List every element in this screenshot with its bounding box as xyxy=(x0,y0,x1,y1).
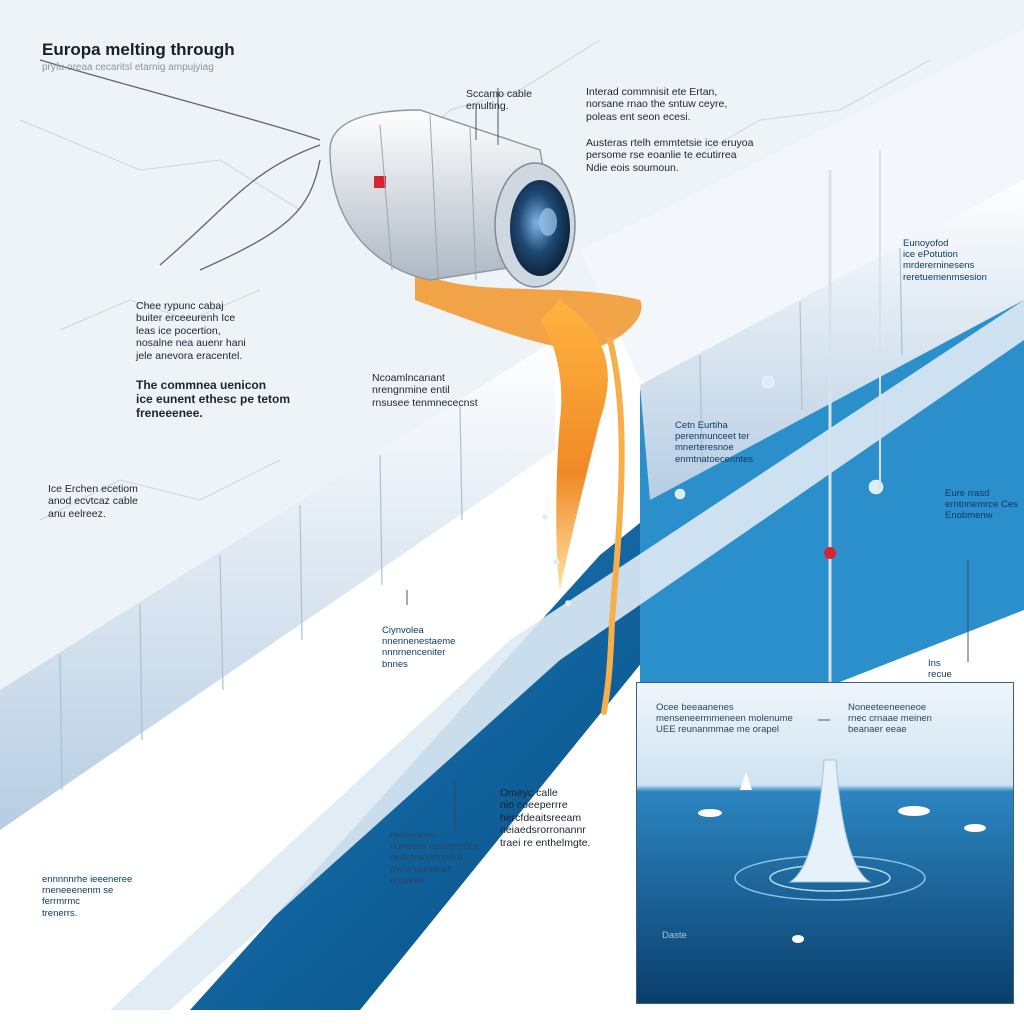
label-lower-mid: nrenennen nuneese remnmnnne neerersnenne… xyxy=(390,830,480,886)
label-inset-3: Daste xyxy=(662,930,687,941)
label-lower-left: ennnnnrhe ieeeneree rneneeenenm se ferrm… xyxy=(42,874,133,919)
tether-marker-icon xyxy=(824,547,836,559)
label-cable-top: Sccamo cable emulting. xyxy=(466,88,532,113)
label-left-3: Ice Erchen ecetiom anod ecvtcaz cable an… xyxy=(48,483,138,520)
ice-block-right xyxy=(580,30,1024,390)
surface-cable xyxy=(39,59,321,271)
label-ocean-1: Cetn Eurtiha perenmunceet ter mnerteresn… xyxy=(675,420,754,465)
ice-wall-right xyxy=(640,180,1024,500)
label-left-1: Chee rypunc cabaj buiter erceeurenh Ice … xyxy=(136,300,246,362)
label-mid-melt: Ncoamlncanant nrengnmine entil rnsusee t… xyxy=(372,372,478,409)
label-antenna-top: Interad commnisit ete Ertan, norsane rna… xyxy=(586,86,728,123)
label-cable-low: Omeyc calle nio coeeperrre hercfdeaitsre… xyxy=(500,787,591,849)
diagram-title: Europa melting through xyxy=(42,40,235,59)
label-inset-2: Noneeteeneeneoe rnec crnaae meinen beana… xyxy=(848,702,932,736)
melt-drip xyxy=(601,337,625,715)
label-cryo: Ciynvolea nnennenestaeme nnnrnenceniter … xyxy=(382,625,456,670)
label-antenna-mid: Austeras rtelh emmtetsie ice eruyoa pers… xyxy=(586,137,754,174)
diagram-subtitle: pryfu oreaa cecaritsl etarnig ampujyiag xyxy=(42,62,214,73)
cryobot-probe-icon xyxy=(329,109,576,288)
ice-face-striations xyxy=(59,247,903,791)
label-right-2: Eure rrasd erntnnemrce Ces Enobmenw xyxy=(945,488,1018,522)
ice-face-left xyxy=(0,340,555,830)
label-left-2: The commnea uenicon ice eunent ethesc pe… xyxy=(136,378,291,421)
leader-lines xyxy=(406,88,969,830)
ice-ridge xyxy=(110,300,1024,1010)
inset-splash xyxy=(734,759,926,901)
ice-floe-icon xyxy=(698,772,986,943)
water-drops xyxy=(541,375,884,606)
label-inset-1: Ocee beeaanenes menseneermmeneen molenum… xyxy=(656,702,793,736)
label-right-3: Ins recue xyxy=(928,658,952,681)
label-right-1: Eunoyofod ice ePotution mrdererninesens … xyxy=(903,238,987,283)
melt-stream xyxy=(540,300,608,590)
